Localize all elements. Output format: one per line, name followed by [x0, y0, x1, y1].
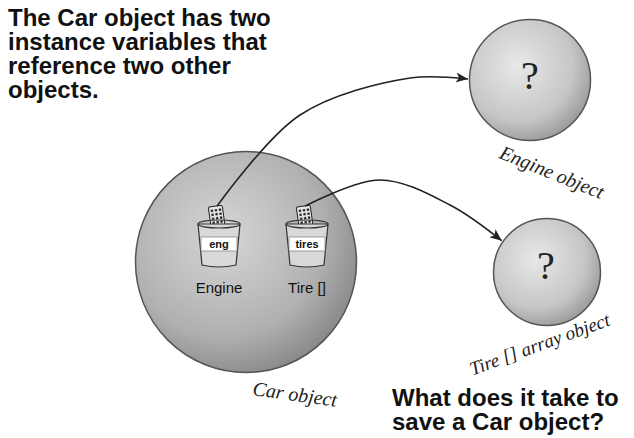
object-label-holder: Car object	[251, 377, 338, 411]
remote-button	[299, 209, 302, 212]
cup-body	[198, 224, 240, 267]
variable-name: tires	[295, 238, 318, 250]
remote-button	[299, 213, 302, 216]
object-label: Car object	[251, 377, 338, 411]
variable-cup-outline	[284, 206, 330, 268]
variable-name-holder: eng	[209, 238, 229, 250]
object-label-holder: Engine object	[497, 141, 608, 203]
remote-button	[216, 221, 219, 224]
remote-button	[304, 217, 307, 220]
unknown-mark-holder: ?	[521, 56, 539, 96]
cup-label-band	[289, 237, 325, 251]
object-circle: Car objectengEnginetiresTire []	[134, 150, 358, 374]
variable-type-holder: Engine	[196, 280, 243, 297]
variable-type: Engine	[196, 280, 243, 297]
remote-button	[215, 213, 218, 216]
cup-rim	[286, 220, 328, 228]
page-caption: What does it take to save a Car object?	[392, 386, 632, 434]
object-outline	[494, 219, 601, 326]
remote-button	[211, 209, 214, 212]
remote-button	[215, 209, 218, 212]
remote-button	[304, 221, 307, 224]
cup-rim	[198, 220, 240, 228]
unknown-mark-holder: ?	[537, 246, 555, 286]
remote-button	[220, 216, 223, 219]
object-label-holder: Tire [] array object	[467, 310, 613, 380]
page-title-box: The Car object has two instance variable…	[8, 6, 293, 102]
object-label: Tire [] array object	[467, 310, 613, 380]
object-outline	[470, 20, 591, 141]
variable-type: Tire []	[288, 280, 326, 297]
unknown-mark: ?	[521, 56, 539, 96]
variable-cup: engEngine	[196, 206, 242, 268]
object-circle: ?Tire [] array object	[492, 217, 602, 327]
remote-button	[303, 209, 306, 212]
cup-label-band	[201, 237, 237, 251]
variable-cup-outline	[196, 206, 242, 268]
object-circle-outline	[134, 150, 358, 374]
remote-button	[303, 213, 306, 216]
variable-name: eng	[209, 238, 229, 250]
variable-type-holder: Tire []	[288, 280, 326, 297]
remote-button	[308, 216, 311, 219]
remote-button	[307, 208, 310, 211]
remote-button	[219, 208, 222, 211]
variable-name-holder: tires	[295, 238, 318, 250]
variable-cup: tiresTire []	[284, 206, 330, 268]
object-label: Engine object	[497, 141, 608, 203]
object-circle: ?Engine object	[468, 18, 592, 142]
page-title: The Car object has two instance variable…	[8, 6, 293, 102]
remote-button	[211, 213, 214, 216]
unknown-mark: ?	[537, 246, 555, 286]
page-caption-box: What does it take to save a Car object?	[392, 386, 632, 434]
cup-body	[286, 224, 328, 267]
remote-button	[216, 217, 219, 220]
remote-button	[219, 212, 222, 215]
object-outline	[136, 152, 357, 373]
remote-button	[307, 212, 310, 215]
